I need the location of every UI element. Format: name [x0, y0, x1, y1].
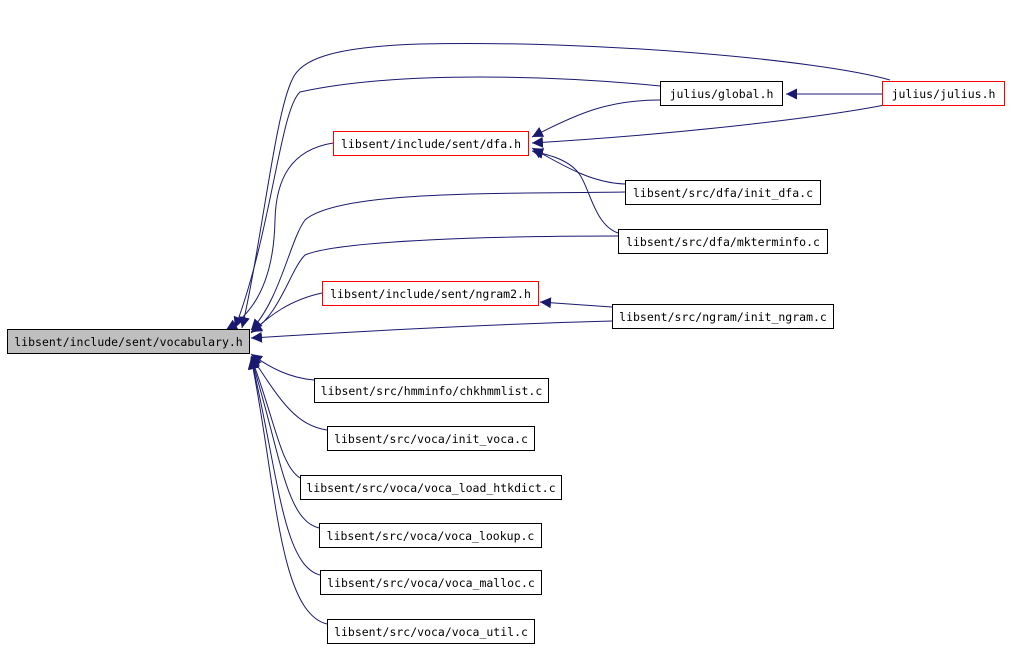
- edge-vocalookup-to-vocabulary: [249, 357, 320, 529]
- edge-global-to-dfa: [531, 99, 661, 138]
- node-julius-h[interactable]: julius/julius.h: [882, 81, 1005, 106]
- node-dfa-h[interactable]: libsent/include/sent/dfa.h: [333, 131, 529, 156]
- edge-vocautil-to-vocabulary: [247, 357, 328, 625]
- node-chkhmmlist-c[interactable]: libsent/src/hmminfo/chkhmmlist.c: [314, 378, 549, 403]
- edge-julius-to-vocabulary: [239, 42, 891, 329]
- edge-initdfa-to-dfa: [531, 147, 626, 185]
- edge-initvoca-to-vocabulary: [250, 355, 328, 431]
- edge-julius-to-dfa: [531, 103, 891, 148]
- node-voca-lookup-c[interactable]: libsent/src/voca/voca_lookup.c: [319, 523, 542, 548]
- node-mkterminfo-c[interactable]: libsent/src/dfa/mkterminfo.c: [618, 229, 828, 254]
- edge-initdfa-to-vocabulary: [250, 191, 626, 331]
- node-voca-malloc-c[interactable]: libsent/src/voca/voca_malloc.c: [320, 570, 542, 595]
- node-init-dfa-c[interactable]: libsent/src/dfa/init_dfa.c: [625, 180, 821, 205]
- edge-initngram-to-ngram2: [539, 297, 613, 309]
- node-voca-load-htkdict-c[interactable]: libsent/src/voca/voca_load_htkdict.c: [300, 475, 562, 500]
- node-init-voca-c[interactable]: libsent/src/voca/init_voca.c: [327, 426, 535, 451]
- edge-mkterminfo-to-dfa: [531, 148, 619, 234]
- node-global-h[interactable]: julius/global.h: [660, 81, 783, 106]
- edge-mkterminfo-to-vocabulary: [250, 235, 619, 333]
- node-voca-util-c[interactable]: libsent/src/voca/voca_util.c: [327, 619, 535, 644]
- edge-vocaload-to-vocabulary: [249, 356, 301, 479]
- edge-vocamalloc-to-vocabulary: [248, 357, 321, 576]
- edge-global-to-vocabulary: [233, 76, 661, 329]
- node-vocabulary-h[interactable]: libsent/include/sent/vocabulary.h: [7, 329, 250, 354]
- edge-dfa-to-vocabulary: [225, 142, 334, 331]
- node-init-ngram-c[interactable]: libsent/src/ngram/init_ngram.c: [612, 304, 834, 329]
- edge-chkhmmlist-to-vocabulary: [250, 353, 315, 381]
- edge-ngram2-to-vocabulary: [250, 292, 323, 334]
- node-ngram2-h[interactable]: libsent/include/sent/ngram2.h: [322, 281, 539, 306]
- edge-initngram-to-vocabulary: [250, 320, 613, 343]
